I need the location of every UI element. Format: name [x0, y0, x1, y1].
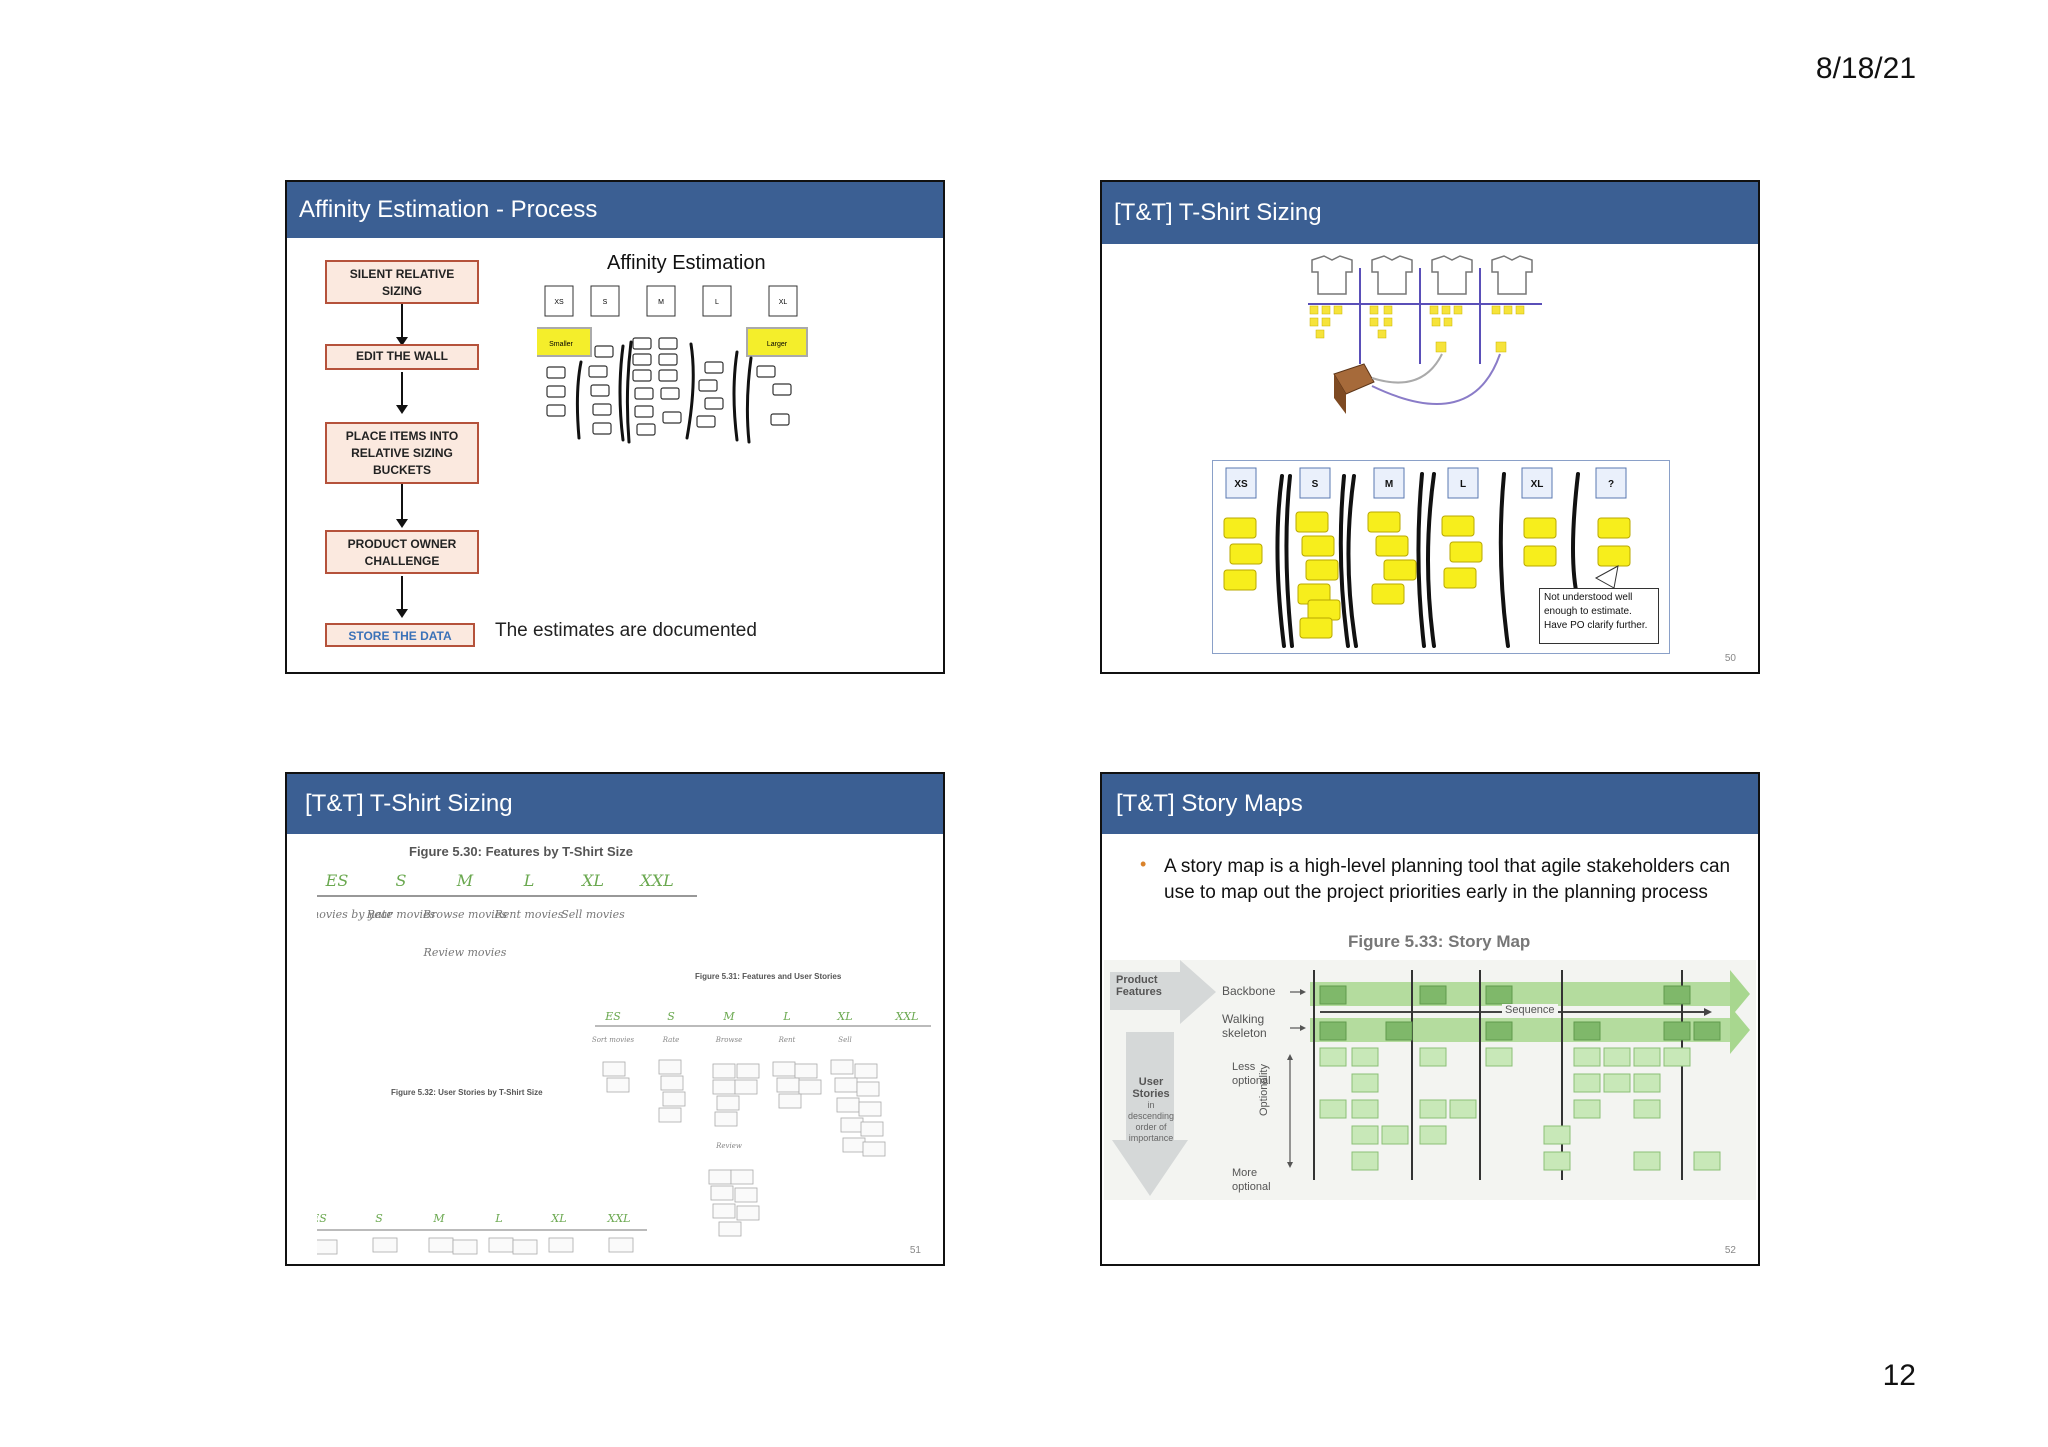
svg-text:Rent: Rent — [778, 1036, 796, 1044]
bullet-marker: • — [1140, 854, 1147, 874]
slide-title: Affinity Estimation - Process — [287, 182, 943, 238]
svg-text:Review: Review — [715, 1142, 742, 1150]
label-product-features: Product Features — [1116, 974, 1162, 998]
svg-text:Sell: Sell — [838, 1036, 851, 1044]
label-walking-skeleton: Walking skeleton — [1222, 1012, 1267, 1040]
step-place-items: PLACE ITEMS INTO RELATIVE SIZING BUCKETS — [325, 422, 479, 484]
size-label-xs: XS — [554, 299, 564, 306]
feature-sell: Sell movies — [561, 908, 625, 921]
sizing-board-content: XS S M L XL ? — [1223, 467, 1631, 648]
smaller-label: Smaller — [549, 341, 573, 348]
size-label-s: S — [603, 299, 608, 306]
size-label-m: M — [658, 299, 664, 306]
page-date: 8/18/21 — [1815, 52, 1916, 85]
unestimated-note: Not understood well enough to estimate. … — [1539, 588, 1659, 644]
size-label-xl: XL — [779, 299, 788, 306]
svg-text:XXL: XXL — [895, 1010, 919, 1023]
slide-title: [T&T] T-Shirt Sizing — [1102, 182, 1758, 244]
slide-tshirt-sizing-2: [T&T] T-Shirt Sizing Figure 5.30: Featur… — [285, 772, 945, 1266]
bullet-text: A story map is a high-level planning too… — [1164, 856, 1731, 903]
label-user-stories-note: in descending order of importance — [1127, 1100, 1175, 1143]
svg-text:Rate: Rate — [662, 1036, 680, 1044]
label-more-optional: More optional — [1232, 1167, 1271, 1193]
slide-number: 50 — [1724, 653, 1736, 664]
feature-review: Review movies — [423, 946, 507, 959]
fig30-xxl: XXL — [638, 871, 673, 890]
label-backbone: Backbone — [1222, 984, 1276, 998]
step-silent-relative-sizing: SILENT RELATIVE SIZING — [325, 260, 479, 304]
label-less-optional: Less optional — [1232, 1061, 1271, 1087]
size-label-xl: XL — [1531, 479, 1544, 490]
svg-text:M: M — [432, 1212, 445, 1225]
fig30-l: L — [523, 871, 535, 890]
svg-text:XXL: XXL — [607, 1212, 631, 1225]
slide-tshirt-sizing-1: [T&T] T-Shirt Sizing XS S M L XL ? — [1100, 180, 1760, 674]
figure-5-31-caption: Figure 5.31: Features and User Stories — [695, 972, 842, 981]
label-user-stories: User Stories — [1132, 1076, 1170, 1100]
tshirt-figures: ES S M L XL XXL Sort movies by year Rate… — [317, 871, 931, 1255]
step-edit-the-wall: EDIT THE WALL — [325, 344, 479, 370]
tshirt-board-illustration — [1308, 255, 1542, 414]
affinity-diagram: XS S M L XL Smaller Larger — [537, 285, 808, 444]
flow-arrow — [396, 372, 408, 414]
svg-text:L: L — [494, 1212, 502, 1225]
larger-label: Larger — [767, 341, 788, 348]
fig30-xl: XL — [580, 871, 604, 890]
slide-number: 51 — [909, 1245, 921, 1256]
figure-5-30-caption: Figure 5.30: Features by T-Shirt Size — [409, 844, 633, 859]
affinity-diagram-title: Affinity Estimation — [607, 252, 766, 274]
svg-text:XL: XL — [836, 1010, 852, 1023]
story-map-diagram — [1110, 960, 1750, 1196]
slide-number: 52 — [1724, 1245, 1736, 1256]
slide-story-maps: [T&T] Story Maps • A story map is a high… — [1100, 772, 1760, 1266]
label-sequence: Sequence — [1502, 1004, 1558, 1016]
size-label-l: L — [715, 299, 719, 306]
svg-text:Browse: Browse — [715, 1036, 742, 1044]
feature-browse: Browse movies — [422, 908, 507, 921]
slide-affinity-estimation: Affinity Estimation - Process SILENT REL… — [285, 180, 945, 674]
flow-arrow — [396, 576, 408, 618]
slide-title: [T&T] Story Maps — [1102, 774, 1758, 834]
step-product-owner-challenge: PRODUCT OWNER CHALLENGE — [325, 530, 479, 574]
svg-text:ES: ES — [604, 1010, 621, 1023]
step-store-the-data: STORE THE DATA — [325, 623, 475, 647]
size-label-s: S — [1312, 479, 1319, 490]
svg-text:M: M — [722, 1010, 735, 1023]
size-label-m: M — [1385, 479, 1393, 490]
size-label-unknown: ? — [1608, 479, 1614, 490]
size-label-l: L — [1460, 479, 1466, 490]
feature-sort: Sort movies by year — [317, 908, 393, 921]
figure-5-33-caption: Figure 5.33: Story Map — [1348, 932, 1531, 951]
feature-rate: Rate movies — [366, 908, 436, 921]
flow-arrow — [396, 484, 408, 528]
fig30-m: M — [456, 871, 474, 890]
fig30-es: ES — [325, 871, 349, 890]
svg-text:S: S — [375, 1212, 383, 1225]
figure-5-32-caption: Figure 5.32: User Stories by T-Shirt Siz… — [391, 1088, 543, 1097]
page-number: 12 — [1882, 1359, 1916, 1392]
feature-rent: Rent movies — [494, 908, 564, 921]
svg-text:ES: ES — [317, 1212, 327, 1225]
label-optionality: Optionality — [1258, 1064, 1270, 1116]
sizing-board — [1212, 460, 1670, 654]
flow-arrow — [396, 304, 408, 346]
svg-text:L: L — [782, 1010, 790, 1023]
svg-text:Sort movies: Sort movies — [592, 1036, 635, 1044]
store-note: The estimates are documented — [495, 620, 757, 641]
svg-text:S: S — [667, 1010, 675, 1023]
size-label-xs: XS — [1234, 479, 1248, 490]
fig30-s: S — [396, 871, 407, 890]
slide-title: [T&T] T-Shirt Sizing — [287, 774, 943, 834]
svg-text:XL: XL — [550, 1212, 566, 1225]
